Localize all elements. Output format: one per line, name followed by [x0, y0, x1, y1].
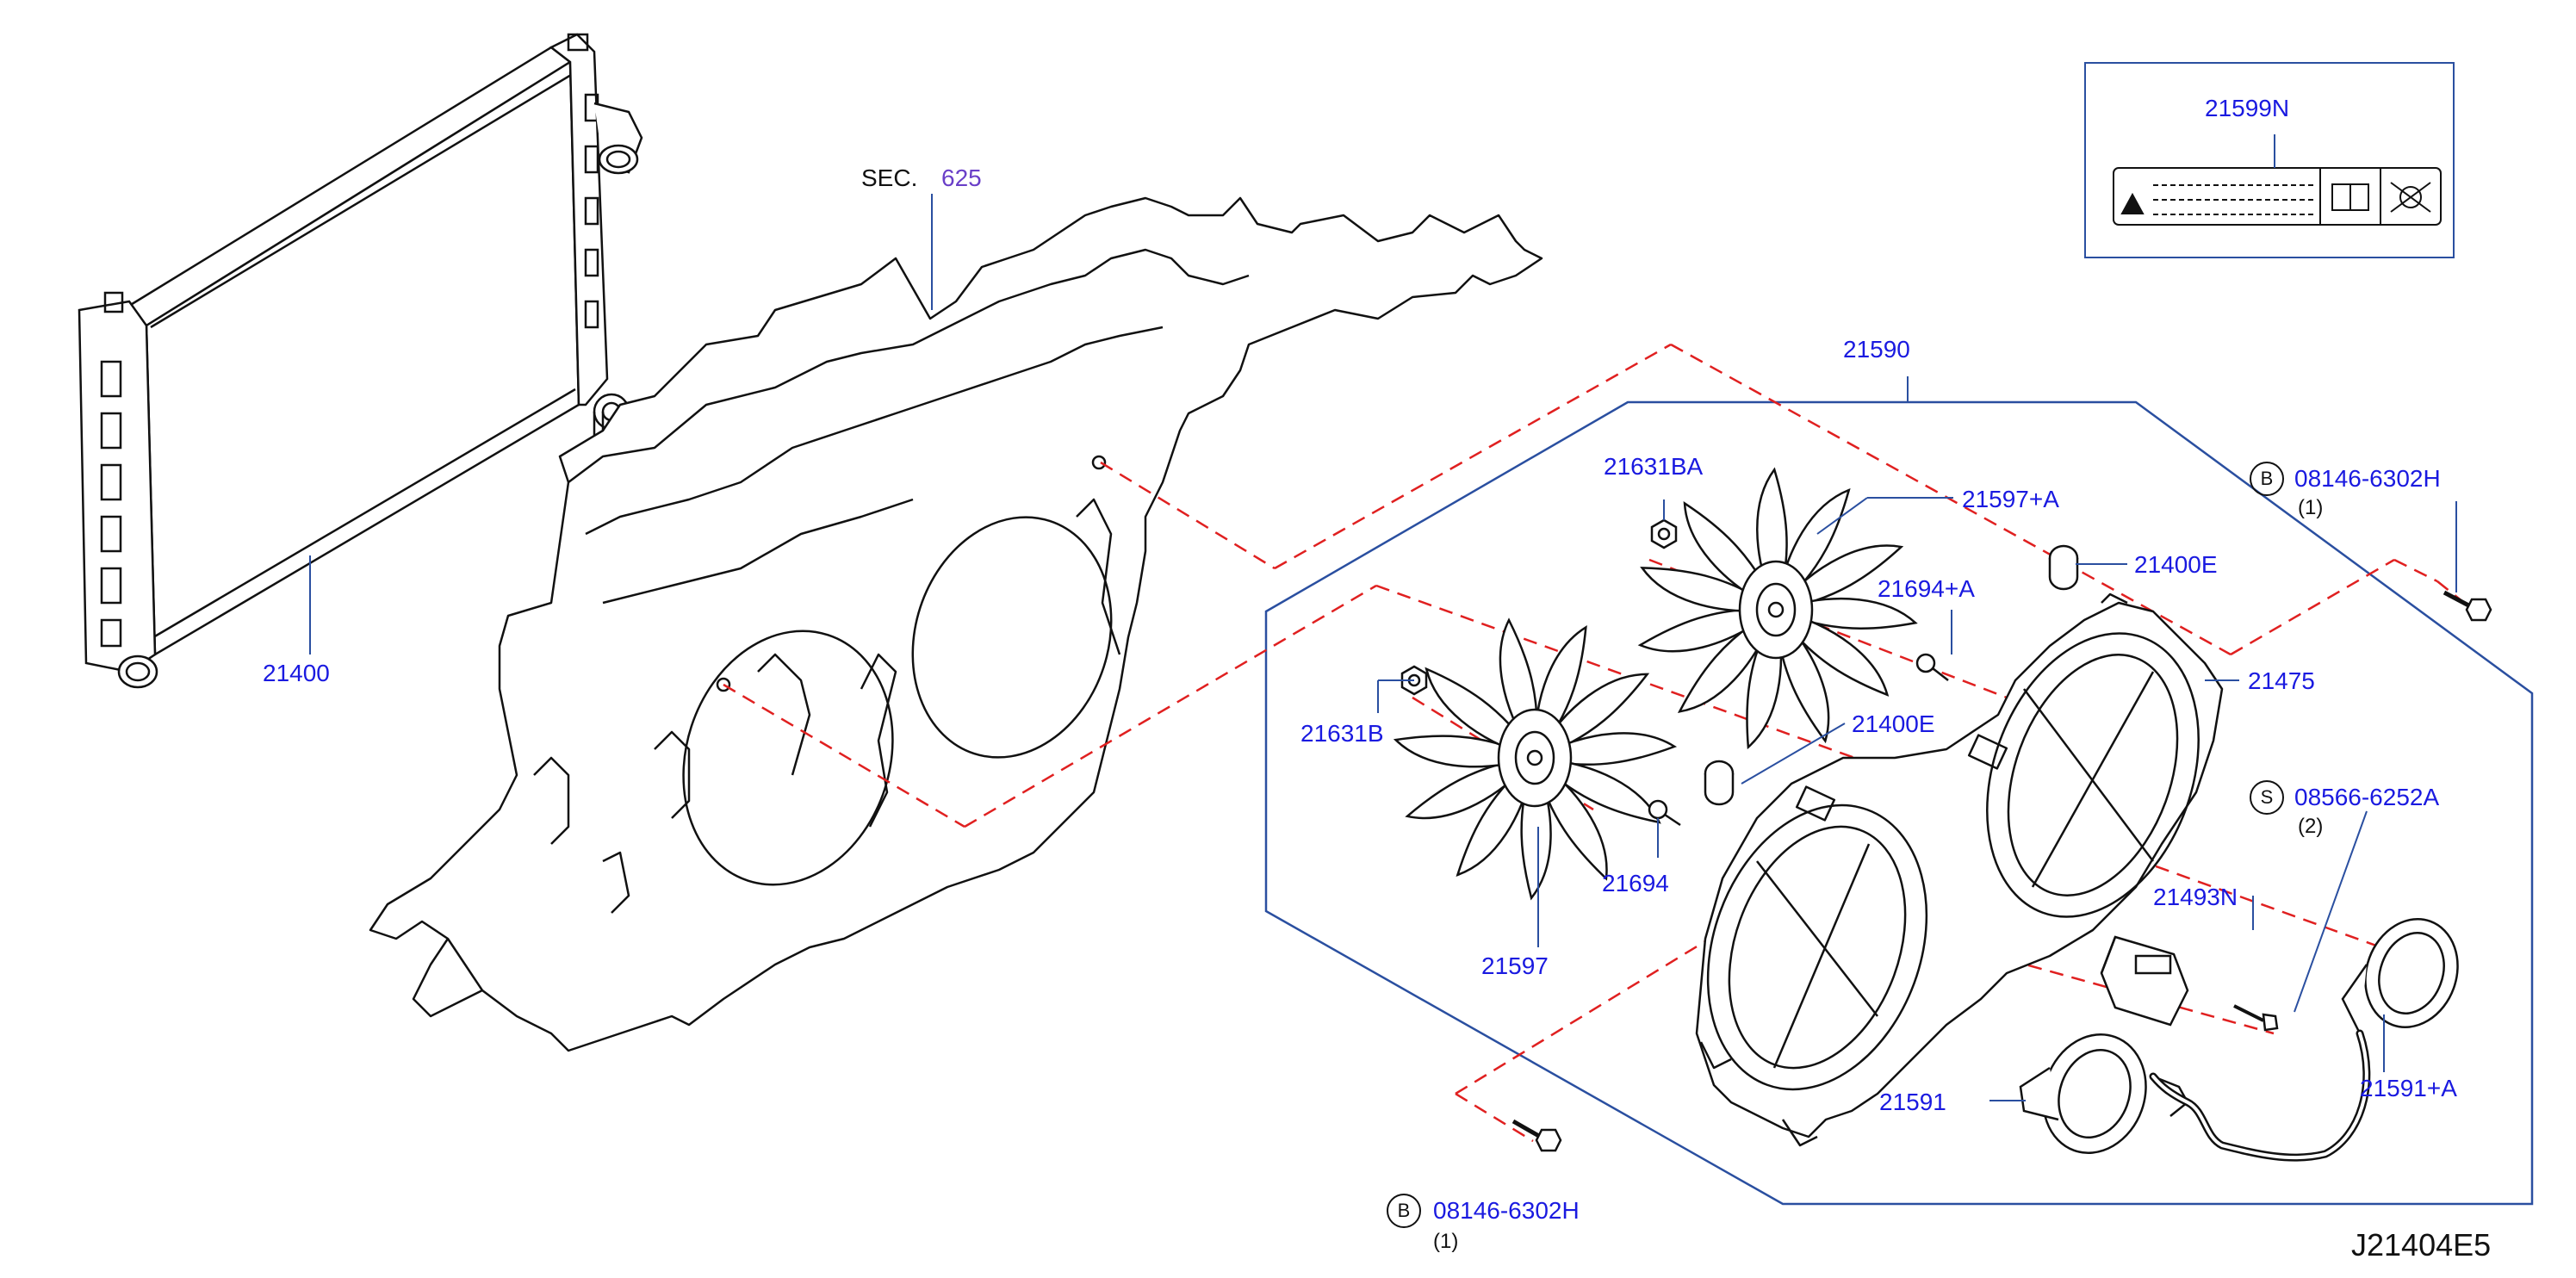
label-shroud[interactable]: 21475: [2248, 667, 2315, 694]
label-motor-left[interactable]: 21591: [1879, 1089, 1946, 1115]
label-nut-lower[interactable]: 21631B: [1300, 720, 1384, 747]
core-support-drawing: [369, 196, 1543, 1052]
label-bushing-lower[interactable]: 21400E: [1852, 710, 1935, 737]
label-fan-left[interactable]: 21597: [1481, 952, 1549, 979]
label-clip-lower[interactable]: 21694: [1602, 870, 1669, 896]
label-resistor[interactable]: 21493N: [2153, 884, 2238, 910]
label-shroud-assembly[interactable]: 21590: [1843, 336, 1910, 363]
label-nut-upper[interactable]: 21631BA: [1604, 453, 1704, 480]
caution-label-drawing: [2113, 167, 2442, 226]
bolt-symbol-upper: B: [2250, 462, 2284, 496]
hardware-drawings: [1400, 518, 2492, 1154]
harness-drawing: [2149, 1029, 2371, 1162]
bolt-symbol-lower: B: [1387, 1194, 1421, 1228]
label-fan-right[interactable]: 21597+A: [1962, 486, 2059, 512]
screw-symbol: S: [2250, 780, 2284, 815]
fan-left-drawing: [1393, 617, 1678, 901]
qty-bolt-upper: (1): [2298, 496, 2324, 519]
qty-screw: (2): [2298, 815, 2324, 838]
label-bolt-upper[interactable]: 08146-6302H: [2294, 465, 2441, 492]
label-caution-label[interactable]: 21599N: [2205, 95, 2290, 121]
qty-bolt-lower: (1): [1433, 1230, 1459, 1253]
assembly-boundary: [1264, 400, 2534, 1206]
fan-right-drawing: [1637, 467, 1918, 750]
section-ref-prefix: SEC.: [861, 164, 918, 191]
label-bushing-upper[interactable]: 21400E: [2134, 551, 2218, 578]
label-radiator[interactable]: 21400: [263, 660, 330, 686]
label-screw[interactable]: 08566-6252A: [2294, 784, 2440, 810]
figure-id: J21404E5: [2351, 1227, 2492, 1262]
label-motor-right[interactable]: 21591+A: [2360, 1075, 2457, 1101]
radiator-drawing: [78, 33, 643, 689]
label-bolt-lower[interactable]: 08146-6302H: [1433, 1197, 1580, 1224]
fan-shroud-drawing: [1695, 592, 2224, 1147]
caution-label-frame: [2084, 62, 2455, 258]
label-clip-upper[interactable]: 21694+A: [1878, 575, 1975, 602]
leader-lines: [309, 134, 2457, 1101]
section-ref-number[interactable]: 625: [941, 164, 982, 191]
